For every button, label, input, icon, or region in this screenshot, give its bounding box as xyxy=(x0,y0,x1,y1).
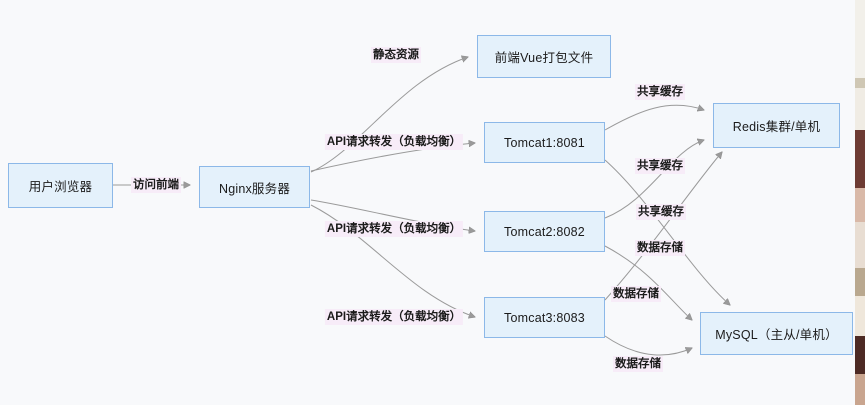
edge-label-e-nginx-tomcat2: API请求转发（负载均衡） xyxy=(324,221,464,237)
edge-p-tomcat2-mysql xyxy=(604,245,692,320)
edge-label-e-nginx-tomcat3: API请求转发（负载均衡） xyxy=(324,309,464,325)
edge-label-e-tomcat3-redis: 共享缓存 xyxy=(636,204,686,220)
edge-p-tomcat3-redis xyxy=(604,152,722,301)
edge-p-tomcat1-mysql xyxy=(604,159,730,305)
node-label: Tomcat1:8081 xyxy=(504,135,585,150)
node-tomcat3[interactable]: Tomcat3:8083 xyxy=(484,297,605,338)
edge-label-e-tomcat1-redis: 共享缓存 xyxy=(635,84,685,100)
edge-p-nginx-vue xyxy=(310,57,468,173)
node-browser[interactable]: 用户浏览器 xyxy=(8,163,113,208)
edge-label-e-tomcat2-redis: 共享缓存 xyxy=(635,158,685,174)
node-vue[interactable]: 前端Vue打包文件 xyxy=(477,35,611,78)
edge-label-e-tomcat3-mysql: 数据存储 xyxy=(613,356,663,372)
edge-label-e-tomcat1-mysql: 数据存储 xyxy=(635,240,685,256)
edge-path-group xyxy=(113,57,730,356)
edge-label-e-tomcat2-mysql: 数据存储 xyxy=(611,286,661,302)
node-redis[interactable]: Redis集群/单机 xyxy=(713,103,840,148)
edge-p-tomcat3-mysql xyxy=(604,335,692,356)
edge-p-tomcat2-redis xyxy=(604,140,704,219)
edge-label-e-nginx-tomcat1: API请求转发（负载均衡） xyxy=(324,134,464,150)
node-label: 用户浏览器 xyxy=(28,180,93,194)
right-edge-image-strip xyxy=(855,0,865,405)
node-label: MySQL（主从/单机） xyxy=(715,328,838,342)
node-label: Nginx服务器 xyxy=(218,181,291,196)
node-label: Tomcat3:8083 xyxy=(504,310,585,325)
edge-label-e-browser-nginx: 访问前端 xyxy=(131,177,181,193)
node-label: 前端Vue打包文件 xyxy=(494,51,594,65)
node-tomcat2[interactable]: Tomcat2:8082 xyxy=(484,211,605,252)
node-tomcat1[interactable]: Tomcat1:8081 xyxy=(484,122,605,163)
node-mysql[interactable]: MySQL（主从/单机） xyxy=(700,312,853,355)
edge-label-e-nginx-vue: 静态资源 xyxy=(371,47,421,63)
node-nginx[interactable]: Nginx服务器 xyxy=(199,166,310,208)
node-label: Redis集群/单机 xyxy=(732,120,821,134)
edge-p-tomcat1-redis xyxy=(604,105,704,131)
node-label: Tomcat2:8082 xyxy=(504,224,585,239)
edge-p-nginx-tomcat3 xyxy=(310,204,475,317)
